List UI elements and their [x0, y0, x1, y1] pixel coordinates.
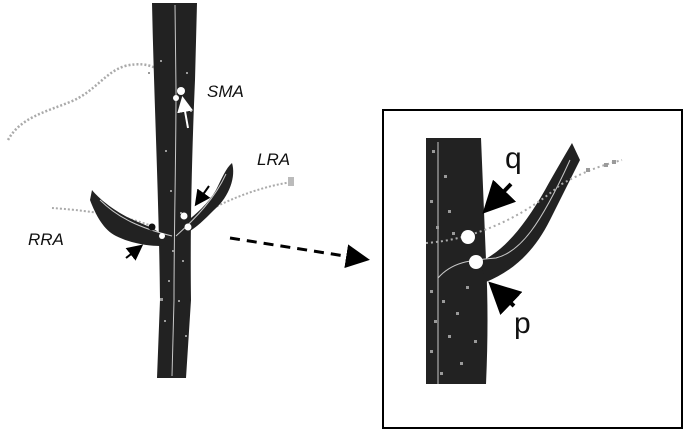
lra-branch: [186, 163, 234, 232]
renal-marker-q-small: [180, 212, 188, 220]
sma-label: SMA: [207, 82, 244, 101]
sma-arrow: [177, 96, 193, 129]
inset-branch-centerline: [437, 159, 571, 279]
inset-marker-p: [469, 255, 483, 269]
inset-marker-q2: [488, 235, 498, 245]
lra-trail-end: [288, 177, 294, 186]
q-label: q: [505, 142, 522, 175]
zoom-callout-arrow: [229, 236, 370, 269]
p-arrow: [488, 281, 523, 316]
inset-trunk: [426, 138, 488, 384]
sma-marker-2: [173, 95, 179, 101]
renal-marker-p-small: [184, 223, 192, 231]
lra-label: LRA: [257, 150, 290, 169]
q-arrow: [482, 179, 517, 214]
rra-branch: [90, 190, 162, 246]
renal-marker-left: [148, 223, 156, 231]
renal-marker-low: [159, 233, 165, 239]
rra-arrow: [125, 244, 144, 261]
trunk-centerline: [171, 4, 177, 377]
p-label: p: [514, 307, 531, 340]
inset-marker-q: [461, 230, 475, 244]
rra-label: RRA: [28, 230, 64, 249]
sma-marker: [177, 87, 185, 95]
main-view: SMA LRA RRA: [6, 3, 294, 378]
lra-centerline: [175, 173, 227, 237]
main-scatter-points: [148, 60, 192, 337]
inset-branch: [480, 143, 580, 282]
aorta-trunk: [152, 3, 197, 378]
lra-arrow: [194, 185, 211, 207]
inset-scatter-points: [430, 150, 616, 375]
inset-panel: q p: [382, 109, 683, 429]
